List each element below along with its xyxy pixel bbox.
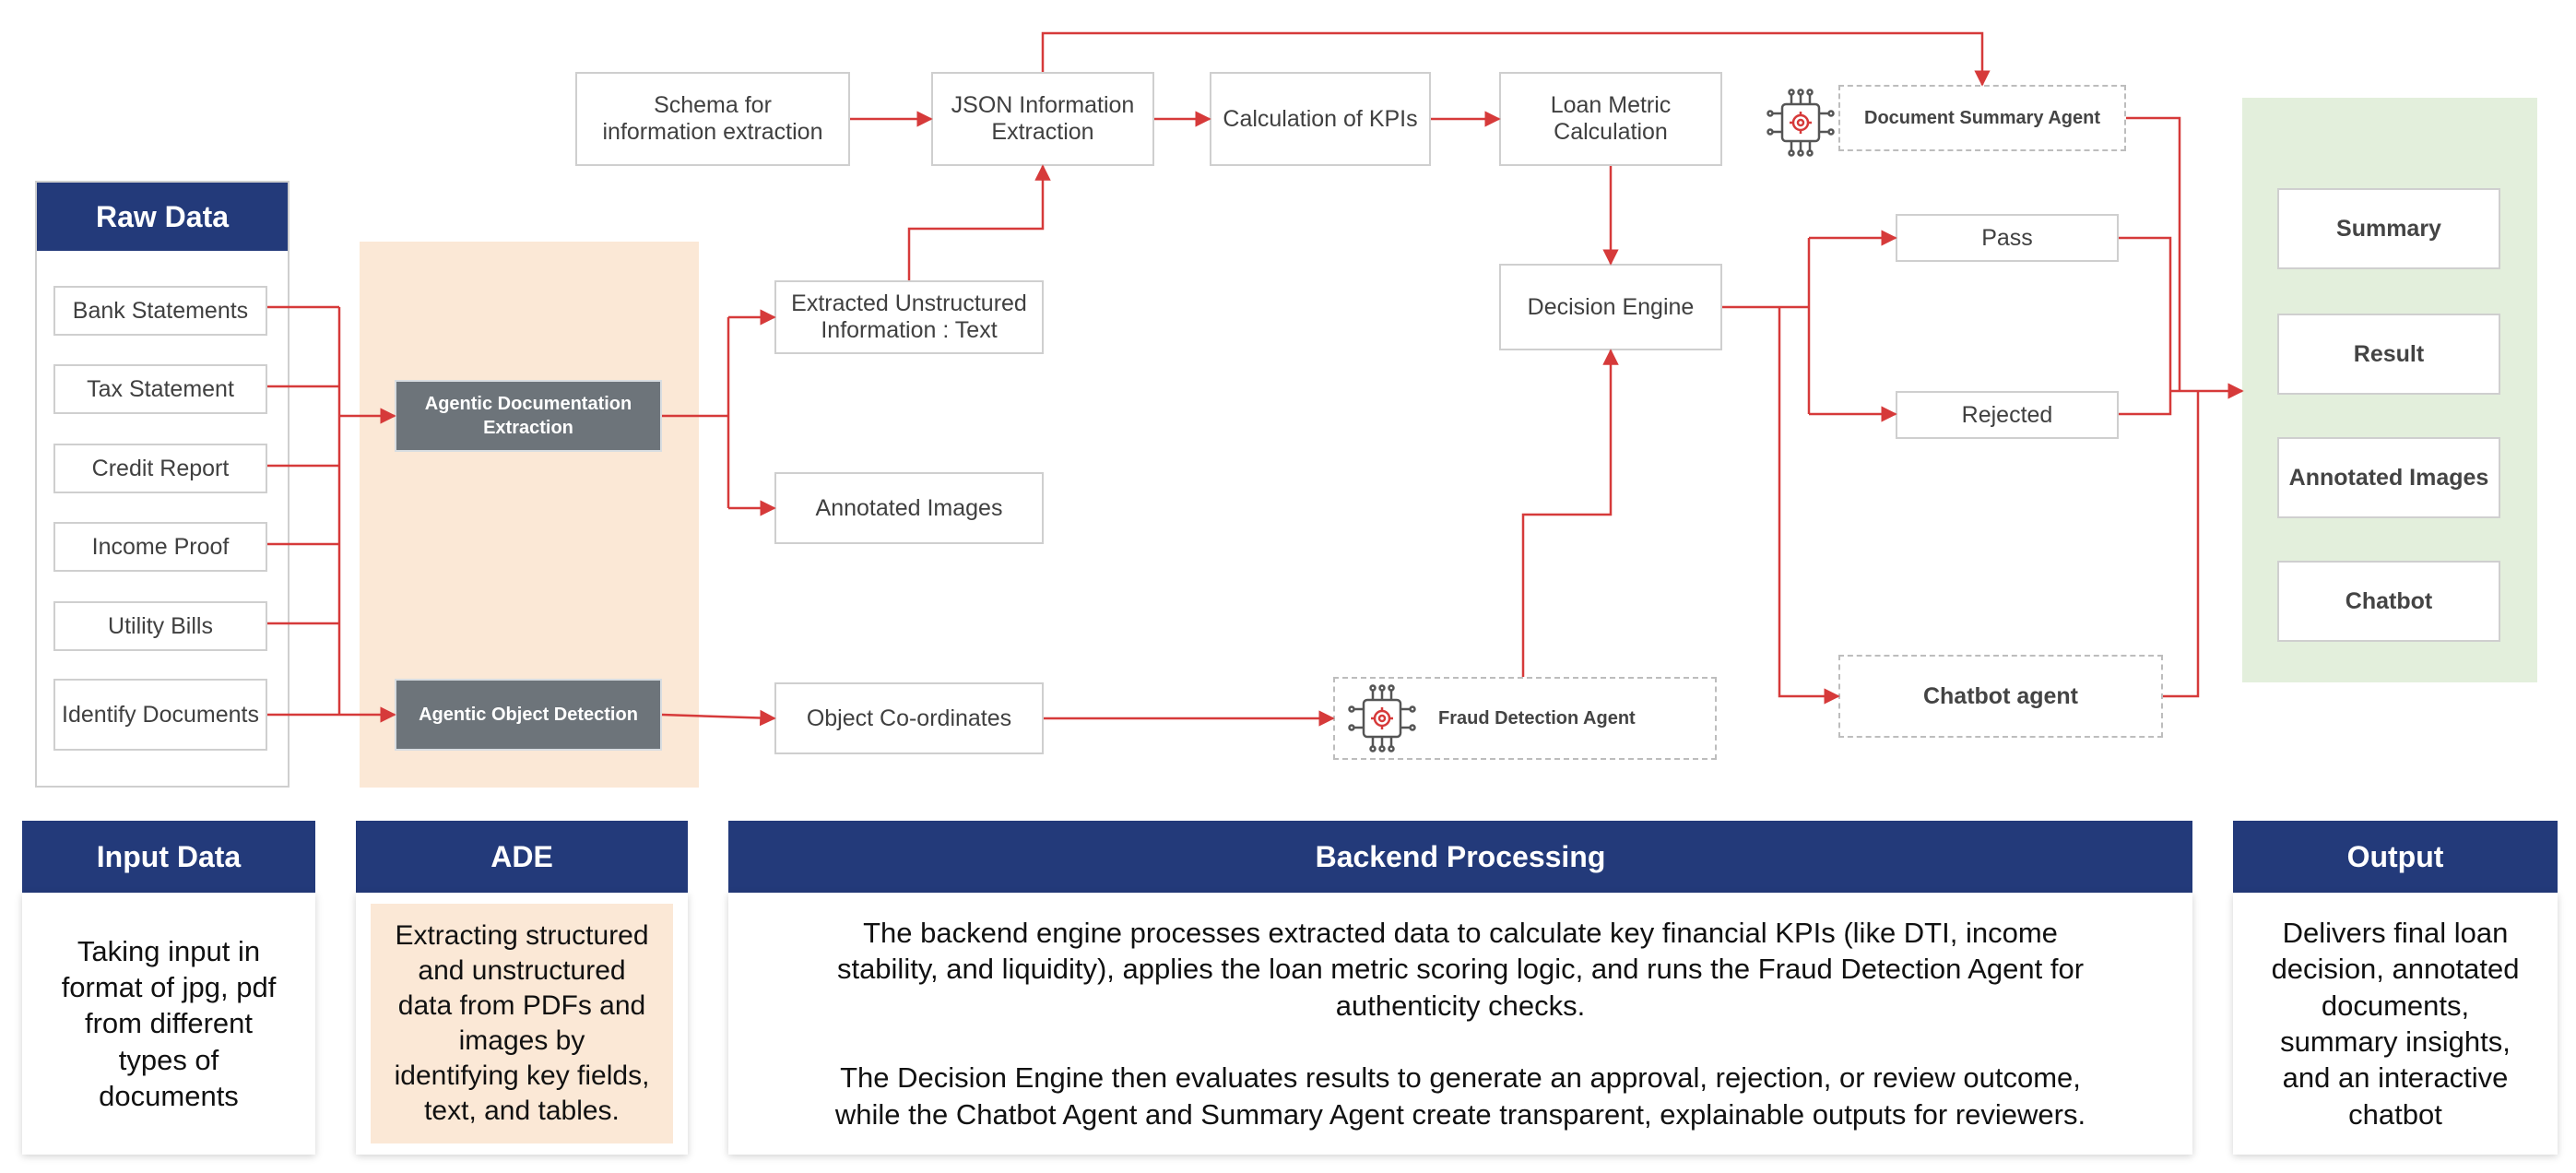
robot-icon xyxy=(1767,89,1835,157)
section-input-data-card: Taking input in format of jpg, pdf from … xyxy=(22,893,315,1155)
fraud-detection-agent: Fraud Detection Agent xyxy=(1333,677,1717,760)
section-output-header: Output xyxy=(2233,821,2558,893)
section-output-card: Delivers final loan decision, annotated … xyxy=(2233,893,2558,1155)
raw-item-utility-bills: Utility Bills xyxy=(53,601,267,651)
raw-item-tax-statement: Tax Statement xyxy=(53,364,267,414)
ade-text-bg: Extracting structured and unstructured d… xyxy=(371,904,673,1143)
output-summary: Summary xyxy=(2277,188,2500,269)
document-summary-agent: Document Summary Agent xyxy=(1838,85,2126,151)
raw-data-title: Raw Data xyxy=(37,183,288,251)
rejected-node: Rejected xyxy=(1896,391,2119,439)
connector-lines xyxy=(267,31,2244,727)
section-backend-header: Backend Processing xyxy=(728,821,2192,893)
json-extraction-node: JSON Information Extraction xyxy=(931,72,1154,166)
output-chatbot: Chatbot xyxy=(2277,561,2500,642)
section-ade-text: Extracting structured and unstructured d… xyxy=(394,919,650,1127)
agentic-object-detection: Agentic Object Detection xyxy=(395,679,662,751)
loan-metric-node: Loan Metric Calculation xyxy=(1499,72,1722,166)
output-annotated-images: Annotated Images xyxy=(2277,437,2500,518)
extracted-unstructured-node: Extracted Unstructured Information : Tex… xyxy=(774,280,1044,354)
section-ade-card: Extracting structured and unstructured d… xyxy=(356,893,688,1155)
section-backend-text: The backend engine processes extracted d… xyxy=(834,916,2086,1131)
output-result: Result xyxy=(2277,314,2500,395)
agentic-documentation-extraction: Agentic Documentation Extraction xyxy=(395,380,662,452)
fraud-agent-label: Fraud Detection Agent xyxy=(1438,707,1636,729)
raw-item-identify-documents: Identify Documents xyxy=(53,679,267,751)
raw-item-credit-report: Credit Report xyxy=(53,444,267,493)
section-input-data-header: Input Data xyxy=(22,821,315,893)
kpi-node: Calculation of KPIs xyxy=(1210,72,1431,166)
section-output-text: Delivers final loan decision, annotated … xyxy=(2271,916,2520,1131)
robot-icon xyxy=(1348,684,1416,752)
raw-item-income-proof: Income Proof xyxy=(53,522,267,572)
pass-node: Pass xyxy=(1896,214,2119,262)
annotated-images-node: Annotated Images xyxy=(774,472,1044,544)
object-coordinates-node: Object Co-ordinates xyxy=(774,682,1044,754)
section-backend-card: The backend engine processes extracted d… xyxy=(728,893,2192,1155)
section-ade-header: ADE xyxy=(356,821,688,893)
section-input-data-text: Taking input in format of jpg, pdf from … xyxy=(61,934,277,1113)
schema-node: Schema for information extraction xyxy=(575,72,850,166)
raw-item-bank-statements: Bank Statements xyxy=(53,286,267,336)
